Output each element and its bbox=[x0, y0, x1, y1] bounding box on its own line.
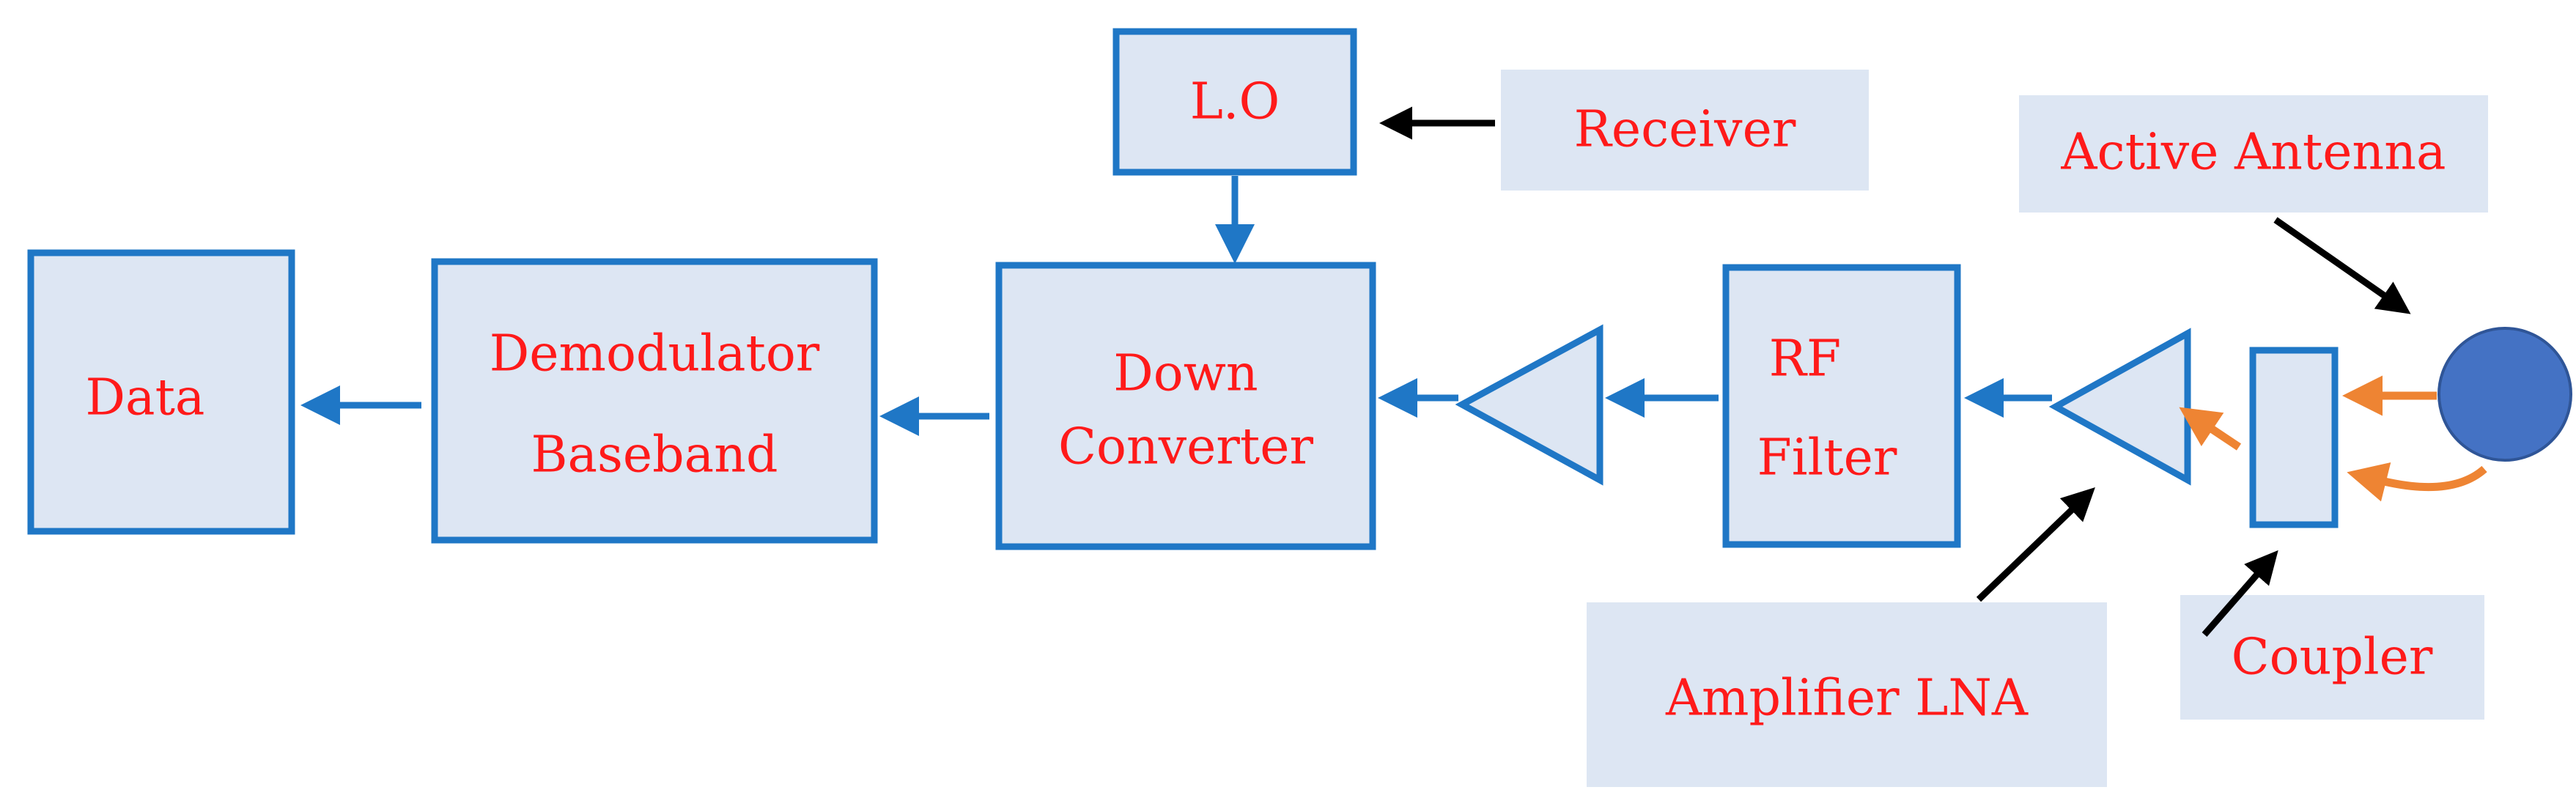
lo-block-label: L.O bbox=[1190, 73, 1280, 131]
data-block bbox=[27, 249, 295, 535]
rf-filter-block bbox=[1722, 264, 1961, 548]
rf-filter-block-label-line1: RF bbox=[1769, 330, 1841, 388]
demodulator-block-label-line2: Baseband bbox=[531, 426, 778, 484]
coupler-callout-label: Coupler bbox=[2232, 629, 2433, 687]
active-antenna-callout-label: Active Antenna bbox=[2060, 124, 2446, 182]
active-antenna-callout bbox=[2019, 95, 2488, 213]
demodulator-block-label-line1: Demodulator bbox=[490, 325, 820, 383]
coupler-callout bbox=[2180, 595, 2484, 720]
rf-filter-block-label-line2: Filter bbox=[1757, 429, 1897, 487]
amplifier-lna-triangle bbox=[2048, 328, 2191, 486]
coupler-block bbox=[2249, 347, 2339, 528]
pointer-arrow-active-antenna-to-antenna bbox=[2273, 217, 2411, 314]
coupling-arrow-coupler-to-lna bbox=[2179, 407, 2242, 451]
receiver-callout-label: Receiver bbox=[1574, 101, 1796, 159]
demodulator-block bbox=[431, 258, 878, 544]
lo-block bbox=[1112, 28, 1357, 176]
pointer-arrow-amplifier-lna-to-lna bbox=[1976, 487, 2095, 602]
antenna-circle bbox=[2437, 327, 2572, 462]
amplifier-lna-callout-label: Amplifier LNA bbox=[1665, 670, 2029, 728]
coupling-arrow-antenna-to-coupler-bottom bbox=[2347, 462, 2487, 502]
pointer-arrow-coupler-to-coupler-block bbox=[2202, 550, 2278, 637]
amplifier-lna-callout bbox=[1587, 602, 2107, 787]
down-converter-block-label-line1: Down bbox=[1113, 345, 1258, 403]
down-converter-block bbox=[995, 262, 1376, 550]
amplifier-triangle-1 bbox=[1455, 324, 1603, 486]
down-converter-block-label-line2: Converter bbox=[1058, 418, 1313, 476]
data-block-label: Data bbox=[86, 369, 205, 427]
receiver-callout bbox=[1501, 70, 1869, 191]
